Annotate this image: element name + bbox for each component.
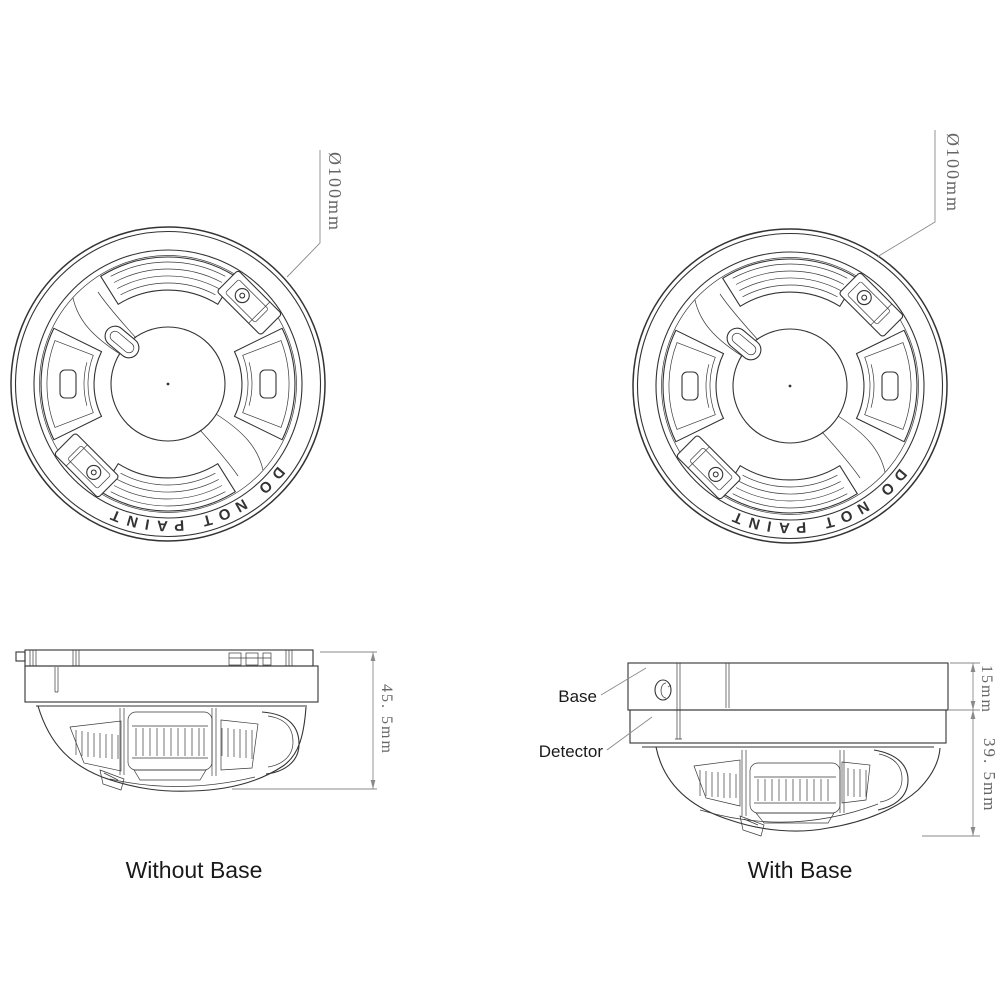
- overall-height-label: 45. 5mm: [378, 684, 395, 755]
- diameter-dimension-left: Ø100mm: [286, 150, 345, 278]
- side-view-with-base: Base Detector 15mm 39. 5mm With Base: [539, 662, 999, 883]
- height-dimension-without-base: 45. 5mm: [232, 651, 395, 790]
- base-label: Base: [558, 687, 597, 706]
- top-view-right: DO NOT PAINT Ø100mm: [632, 130, 963, 544]
- detector-label: Detector: [539, 742, 604, 761]
- base-height-label: 15mm: [978, 665, 995, 714]
- top-view-left: DO NOT PAINT Ø100mm: [10, 150, 345, 542]
- base-callout: Base: [558, 667, 647, 706]
- caption-with-base: With Base: [748, 857, 853, 883]
- detector-height-label: 39. 5mm: [980, 738, 999, 812]
- detector-callout: Detector: [539, 716, 653, 761]
- diameter-dimension-right: Ø100mm: [876, 130, 963, 258]
- height-dimensions-with-base: 15mm 39. 5mm: [922, 662, 999, 837]
- side-view-without-base: 45. 5mm Without Base: [15, 649, 395, 883]
- diameter-label-left: Ø100mm: [325, 152, 345, 232]
- diameter-label-right: Ø100mm: [943, 133, 963, 213]
- caption-without-base: Without Base: [126, 857, 263, 883]
